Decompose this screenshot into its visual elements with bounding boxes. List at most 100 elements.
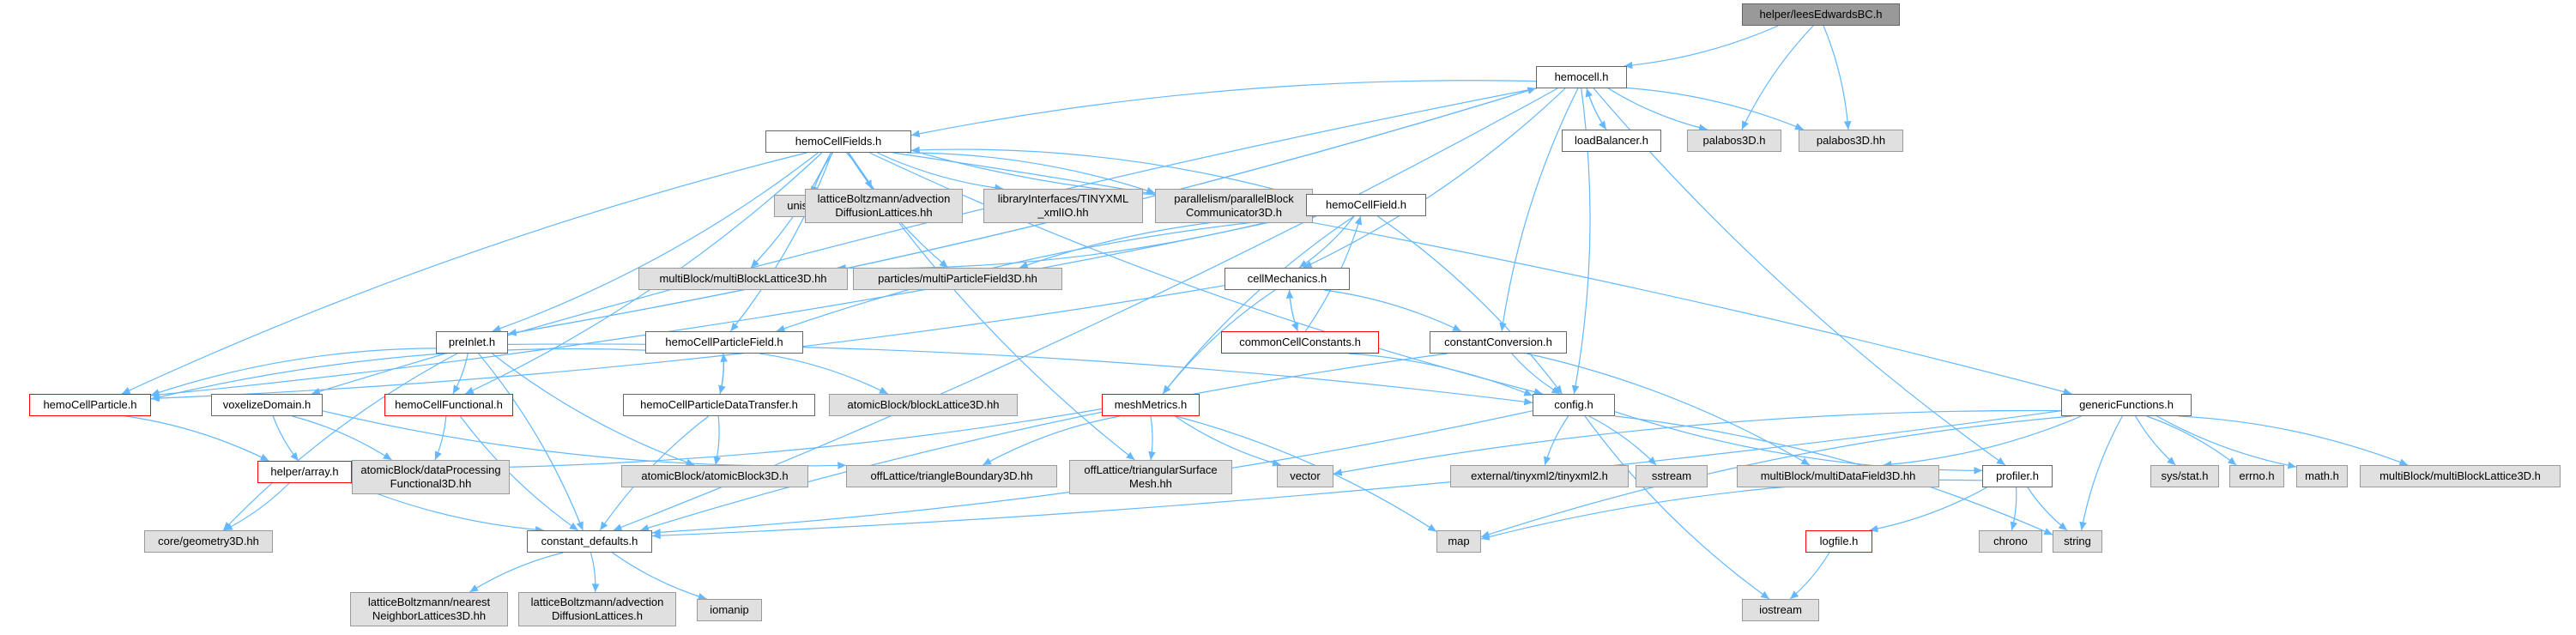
- node-cellmechanics-h[interactable]: cellMechanics.h: [1225, 268, 1350, 290]
- edge-logfile-to-iostream: [1789, 552, 1830, 600]
- edge-hcFields-to-preInlet: [492, 152, 819, 332]
- edge-hemocell-to-cellMechanics: [1303, 88, 1566, 269]
- edge-config-to-profiler: [1614, 411, 1983, 475]
- edge-hemocell-to-palabos1: [1607, 88, 1708, 131]
- node-offlattice-triangleboundary3d-hh: offLattice/triangleBoundary3D.hh: [846, 465, 1057, 487]
- node-sys-stat-h: sys/stat.h: [2150, 465, 2219, 487]
- edge-hcField-to-hcParticle: [150, 214, 1307, 399]
- edge-hemocell-to-loadBalancer: [1586, 88, 1607, 130]
- node-hemocellfunctional-h[interactable]: hemoCellFunctional.h: [384, 394, 513, 416]
- edge-hcFields-to-parallelism: [906, 152, 1156, 195]
- edge-genericFunc-to-constDefaults: [651, 410, 2062, 540]
- node-core-geometry3d-hh: core/geometry3D.hh: [144, 530, 273, 553]
- node-sstream: sstream: [1636, 465, 1708, 487]
- edge-hcFields-to-lbAdvection: [845, 152, 873, 190]
- edge-cellMechanics-to-constConv: [1324, 289, 1462, 332]
- edge-commonConst-to-config: [1348, 353, 1533, 396]
- node-hemocellfield-h[interactable]: hemoCellField.h: [1306, 194, 1426, 216]
- node-chrono: chrono: [1979, 530, 2042, 553]
- edge-hcField-to-meshMetrics: [1162, 215, 1355, 395]
- node-latticeboltzmann-advectiondiffusionlattices-h: latticeBoltzmann/advection DiffusionLatt…: [518, 592, 676, 626]
- edge-meshMetrics-to-vector: [1174, 415, 1281, 467]
- edge-root-to-palabos2: [1823, 25, 1852, 130]
- node-hemocell-h[interactable]: hemocell.h: [1536, 66, 1627, 88]
- edge-constConv-to-mbDataField: [1526, 353, 1811, 466]
- edge-voxelize-to-abDataProc: [292, 415, 392, 461]
- node-loadbalancer-h[interactable]: loadBalancer.h: [1562, 130, 1661, 152]
- edge-genericFunc-to-map: [1480, 415, 2072, 538]
- edge-genericFunc-to-mathh: [2156, 415, 2297, 469]
- edge-preInlet-to-hcParticle: [150, 348, 437, 396]
- node-preinlet-h[interactable]: preInlet.h: [436, 331, 508, 354]
- edge-hcField-to-hcFields: [910, 146, 1307, 199]
- node-atomicblock-dataprocessingfunctional3d-hh: atomicBlock/dataProcessing Functional3D.…: [352, 460, 510, 494]
- node-iostream: iostream: [1742, 599, 1819, 621]
- edge-hemocell-to-palabos2: [1626, 87, 1805, 130]
- edge-preInlet-to-abAtomic: [492, 353, 695, 466]
- edge-hcField-to-cellMechanics: [1298, 215, 1355, 269]
- edge-meshMetrics-to-olTriBoundary: [983, 415, 1120, 466]
- edge-profiler-to-string: [2027, 487, 2068, 531]
- node-constantconversion-h[interactable]: constantConversion.h: [1430, 331, 1567, 354]
- edge-hemocell-to-constConv: [1499, 88, 1579, 332]
- edge-hcFields-to-hcParticle: [121, 152, 807, 395]
- edge-preInlet-to-coreGeom: [222, 353, 458, 531]
- edge-hemocell-to-config: [1571, 88, 1591, 395]
- edge-genericFunc-to-mbLattice2: [2178, 415, 2409, 466]
- node-config-h[interactable]: config.h: [1533, 394, 1615, 416]
- edge-profiler-to-chrono: [2010, 487, 2018, 531]
- edge-root-to-palabos1: [1741, 25, 1814, 130]
- node-iomanip: iomanip: [697, 599, 762, 621]
- node-logfile-h[interactable]: logfile.h: [1805, 530, 1872, 553]
- edge-layer: [121, 25, 2409, 601]
- edge-cellMechanics-to-commonConst: [1289, 289, 1299, 332]
- node-errno-h: errno.h: [2229, 465, 2284, 487]
- node-commoncellconstants-h[interactable]: commonCellConstants.h: [1221, 331, 1379, 354]
- node-palabos3d-hh: palabos3D.hh: [1799, 130, 1903, 152]
- edge-hcPDT-to-abAtomic: [713, 415, 722, 466]
- edge-constConv-to-config: [1511, 353, 1561, 395]
- node-math-h: math.h: [2296, 465, 2348, 487]
- edge-voxelize-to-helperArray: [272, 415, 299, 462]
- node-meshmetrics-h[interactable]: meshMetrics.h: [1102, 394, 1200, 416]
- node-map: map: [1436, 530, 1481, 553]
- edge-constConv-to-constDefaults: [640, 353, 1448, 532]
- node-genericfunctions-h[interactable]: genericFunctions.h: [2061, 394, 2192, 416]
- node-offlattice-triangularsurfacemesh-hh: offLattice/triangularSurface Mesh.hh: [1069, 460, 1232, 494]
- edge-config-to-iostream: [1584, 415, 1770, 600]
- node-atomicblock-atomicblock3d-h: atomicBlock/atomicBlock3D.h: [621, 465, 808, 487]
- edge-preInlet-to-hcFunctional: [452, 353, 469, 395]
- edge-genericFunc-to-errno: [2146, 415, 2237, 466]
- node-helper-leesedwardsbc-h: helper/leesEdwardsBC.h: [1742, 3, 1900, 26]
- edge-meshMetrics-to-map: [1176, 415, 1437, 533]
- node-constant-defaults-h[interactable]: constant_defaults.h: [527, 530, 652, 553]
- edge-config-to-sstream: [1588, 415, 1657, 466]
- edge-hcFields-to-tinyxml: [877, 152, 1004, 192]
- node-hemocellfields-h[interactable]: hemoCellFields.h: [765, 130, 911, 153]
- edge-constDefaults-to-lbNearest: [469, 552, 564, 593]
- edge-helperArray-to-coreGeom: [223, 482, 290, 531]
- node-multiblock-multidatafield3d-hh: multiBlock/multiDataField3D.hh: [1737, 465, 1939, 487]
- node-latticeboltzmann-advectiondiffusionlattices-hh: latticeBoltzmann/advection DiffusionLatt…: [805, 189, 963, 223]
- edge-hcField-to-hcParticleField: [776, 215, 1315, 332]
- node-helper-array-h[interactable]: helper/array.h: [257, 461, 352, 483]
- edge-hcPDT-to-hcParticleField: [719, 353, 728, 395]
- node-hemocellparticle-h[interactable]: hemoCellParticle.h: [29, 394, 151, 416]
- node-hemocellparticledatatransfer-h[interactable]: hemoCellParticleDataTransfer.h: [623, 394, 815, 416]
- node-profiler-h[interactable]: profiler.h: [1982, 465, 2053, 487]
- edge-genericFunc-to-vector: [1333, 409, 2062, 476]
- edge-preInlet-to-hemocell: [507, 87, 1537, 335]
- node-palabos3d-h: palabos3D.h: [1687, 130, 1781, 152]
- edge-constDefaults-to-iomanip: [612, 552, 707, 601]
- edge-hcParticle-to-helperArray: [125, 415, 269, 462]
- node-external-tinyxml2-tinyxml2-h: external/tinyxml2/tinyxml2.h: [1450, 465, 1629, 487]
- node-string: string: [2053, 530, 2102, 553]
- edge-genericFunc-to-string: [2079, 415, 2123, 531]
- node-hemocellparticlefield-h[interactable]: hemoCellParticleField.h: [645, 331, 803, 354]
- node-multiblock-multiblocklattice3d-hh: multiBlock/multiBlockLattice3D.hh: [638, 268, 848, 290]
- edge-hcFunctional-to-abDataProc: [434, 415, 447, 461]
- edge-hcParticleField-to-abBlockLattice: [759, 353, 888, 395]
- node-voxelizedomain-h[interactable]: voxelizeDomain.h: [211, 394, 323, 416]
- node-libraryinterfaces-tinyxml-xmlio-hh: libraryInterfaces/TINYXML _xmlIO.hh: [983, 189, 1143, 223]
